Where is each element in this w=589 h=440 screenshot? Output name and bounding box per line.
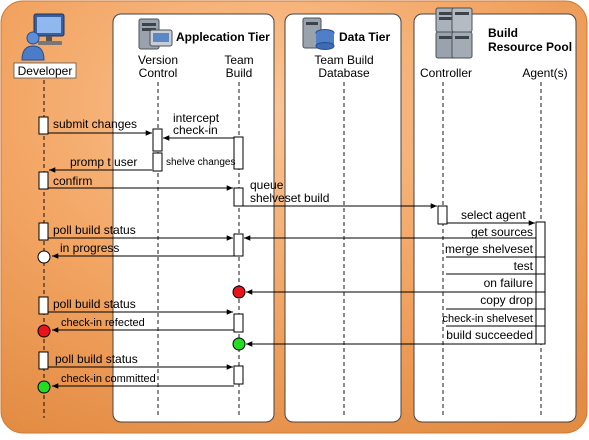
team-build-activation-5 — [233, 365, 244, 385]
data-tier-panel — [284, 13, 402, 423]
version-control-label-2: Control — [139, 66, 178, 80]
agent-activation — [535, 221, 546, 345]
version-control-activation-1 — [152, 128, 163, 152]
agents-label: Agent(s) — [522, 66, 567, 80]
version-control-activation-2 — [152, 152, 163, 172]
database-label-1: Team Build — [314, 53, 373, 67]
submit-changes-label: submit changes — [53, 117, 137, 131]
team-build-activation-3 — [233, 233, 244, 257]
application-tier-title: Applecation Tier — [176, 30, 270, 44]
message-arrows — [48, 130, 536, 389]
agent-step-separators — [446, 256, 545, 327]
poll-2-label: poll build status — [53, 297, 136, 311]
confirm-label: confirm — [53, 174, 92, 188]
database-label-2: Database — [318, 66, 370, 80]
checkin-shelveset-label: check-in shelveset — [443, 313, 534, 325]
developer-label: Developer — [18, 64, 73, 78]
on-failure-label: on failure — [484, 276, 534, 290]
status-failure-circle — [232, 285, 246, 299]
team-build-label-2: Build — [226, 66, 253, 80]
developer-activation-3 — [38, 222, 49, 241]
shelveset-build-label: shelveset build — [250, 191, 329, 205]
queue-label: queue — [250, 178, 284, 192]
shelve-changes-label: shelve changes — [166, 157, 236, 168]
version-control-label-1: Version — [138, 53, 178, 67]
merge-shelveset-label: merge shelveset — [445, 242, 534, 256]
intercept-label: intercept — [173, 111, 220, 125]
select-agent-label: select agent — [461, 208, 526, 222]
developer-label-box — [13, 62, 77, 79]
activation-boxes — [38, 116, 546, 385]
poll-1-label: poll build status — [53, 223, 136, 237]
team-build-label-1: Team — [224, 53, 253, 67]
team-build-activation-2 — [233, 187, 244, 207]
test-label: test — [514, 259, 534, 273]
database-server-icon — [302, 17, 335, 50]
checkin-label: check-in — [173, 123, 218, 137]
team-build-activation-4 — [233, 313, 244, 333]
data-tier-title: Data Tier — [339, 30, 390, 44]
developer-activation-1 — [38, 116, 49, 135]
copy-drop-label: copy drop — [480, 293, 533, 307]
poll-3-label: poll build status — [55, 352, 138, 366]
build-servers-icon — [435, 7, 473, 59]
status-in-progress-circle — [37, 250, 51, 264]
build-pool-title-line1: Build — [488, 26, 518, 40]
checkin-committed-label: check-in committed — [61, 373, 156, 385]
build-pool-title-line2: Resource Pool — [488, 40, 572, 54]
developer-activation-4 — [38, 296, 49, 315]
developer-activation-2 — [38, 171, 49, 190]
checkin-rejected-label: check-in refected — [61, 317, 145, 329]
status-committed-circle — [37, 380, 51, 394]
get-sources-label: get sources — [471, 225, 533, 239]
build-succeeded-label: build succeeded — [446, 328, 533, 342]
team-build-activation-1 — [233, 136, 244, 170]
controller-label: Controller — [420, 66, 472, 80]
controller-activation — [437, 205, 448, 225]
developer-icon — [21, 13, 65, 61]
message-labels: submit changes intercept check-in shelve… — [53, 111, 534, 385]
developer-activation-5 — [38, 351, 49, 370]
status-succeeded-circle — [232, 337, 246, 351]
prompt-user-label: promp t user — [70, 155, 137, 169]
in-progress-label: in progress — [60, 241, 119, 255]
server-icon — [138, 18, 173, 50]
status-rejected-circle — [37, 324, 51, 338]
